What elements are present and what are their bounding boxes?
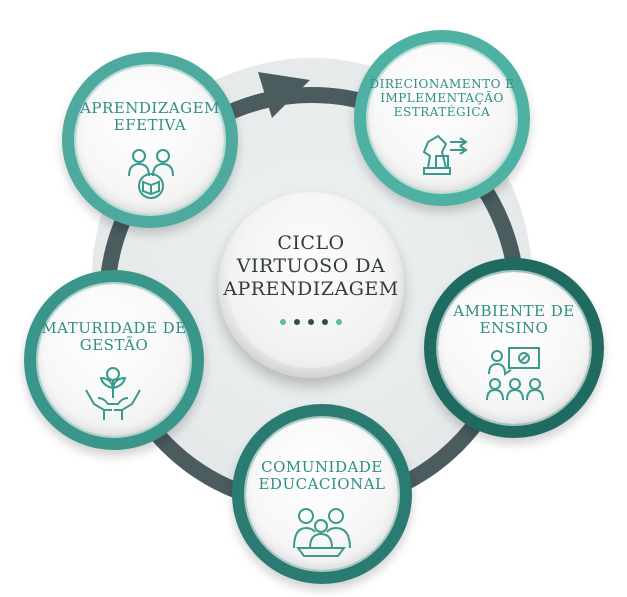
node-label: COMUNIDADE EDUCACIONAL <box>232 458 412 494</box>
node-label-line: EFETIVA <box>113 116 187 135</box>
hands-plant-growth-icon <box>85 367 141 420</box>
center-hub: CICLO VIRTUOSO DA APRENDIZAGEM <box>218 192 404 378</box>
center-title-line: CICLO <box>277 232 345 254</box>
node-label-line: AMBIENTE DE <box>453 302 575 320</box>
center-dot <box>322 319 328 325</box>
node-label-line: ESTRATÉGICA <box>393 104 491 119</box>
center-inner <box>228 202 394 368</box>
node-label-line: APRENDIZAGEM <box>80 99 220 117</box>
center-title-line: VIRTUOSO DA <box>236 255 386 278</box>
center-dot <box>280 319 286 325</box>
node-label: MATURIDADE DE GESTÃO <box>24 319 204 355</box>
center-dots <box>218 310 404 329</box>
family-community-icon <box>293 508 351 557</box>
node-label: DIRECIONAMENTO E IMPLEMENTAÇÃO ESTRATÉGI… <box>354 77 530 119</box>
center-title-line: APRENDIZAGEM <box>223 278 399 301</box>
node-label-line: DIRECIONAMENTO E <box>369 77 515 91</box>
center-dot <box>336 319 342 325</box>
node-aprendizagem-efetiva: APRENDIZAGEM EFETIVA <box>62 52 238 228</box>
node-maturidade-de-gestao: MATURIDADE DE GESTÃO <box>24 270 204 450</box>
node-inner <box>246 418 398 570</box>
node-label-line: IMPLEMENTAÇÃO <box>380 90 504 105</box>
node-ambiente-de-ensino: AMBIENTE DE ENSINO <box>424 258 604 438</box>
center-title: CICLO VIRTUOSO DA APRENDIZAGEM <box>218 232 404 302</box>
center-dot <box>294 319 300 325</box>
node-label-line: MATURIDADE DE <box>41 319 187 337</box>
students-book-icon <box>128 149 174 199</box>
node-label-line: COMUNIDADE <box>261 458 383 476</box>
node-label-line: EDUCACIONAL <box>258 475 386 494</box>
classroom-teacher-icon <box>486 347 544 401</box>
chess-knight-strategy-icon <box>422 134 468 175</box>
node-label: APRENDIZAGEM EFETIVA <box>62 99 238 135</box>
cycle-arrow-head <box>258 72 310 118</box>
node-label: AMBIENTE DE ENSINO <box>424 302 604 338</box>
node-label-line: ENSINO <box>479 319 549 338</box>
node-label-line: GESTÃO <box>79 336 149 355</box>
center-dot <box>308 319 314 325</box>
node-direcionamento: DIRECIONAMENTO E IMPLEMENTAÇÃO ESTRATÉGI… <box>354 30 530 206</box>
node-comunidade-educacional: COMUNIDADE EDUCACIONAL <box>232 404 412 584</box>
